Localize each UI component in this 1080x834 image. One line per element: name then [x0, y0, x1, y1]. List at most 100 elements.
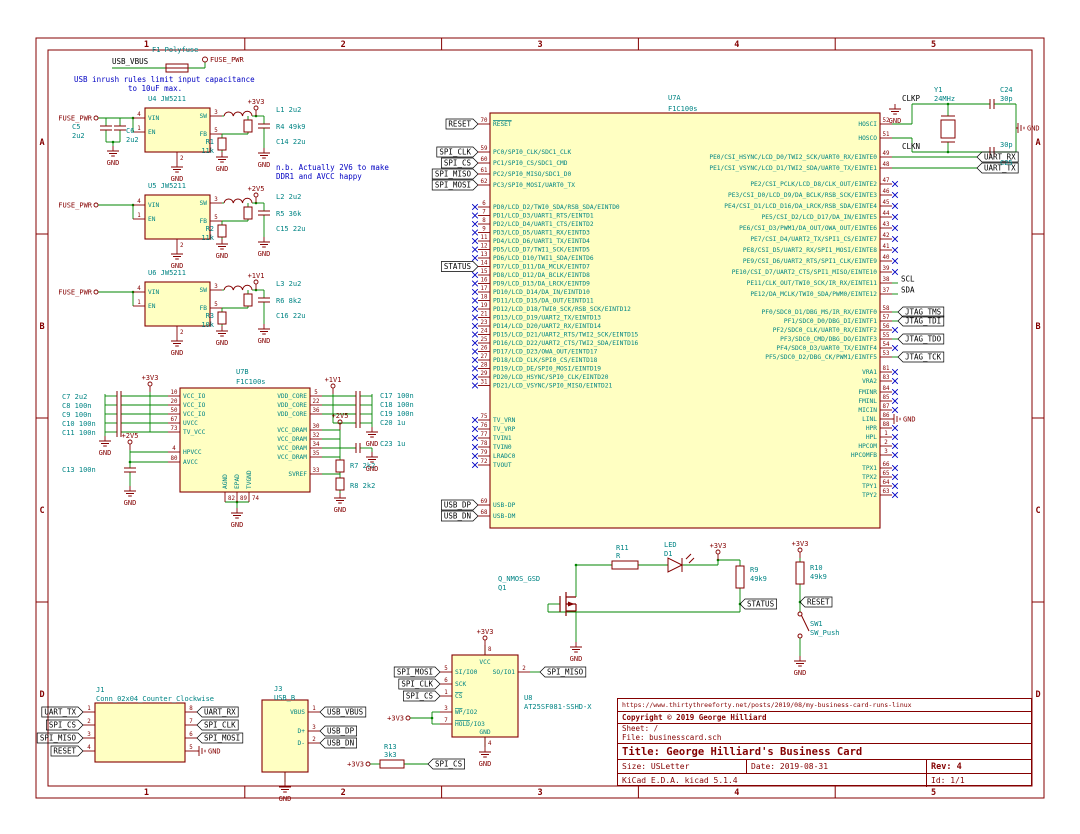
net-label: JTAG_TCK	[905, 353, 942, 362]
ref-value-field: C16 22u	[276, 312, 306, 320]
no-connect-x	[471, 220, 479, 228]
pin-number: 26	[481, 346, 488, 352]
pin-number: 31	[481, 380, 488, 386]
ref-value-field: C17 100n	[380, 392, 414, 400]
switch-symbol	[797, 611, 803, 617]
pin-number: 5	[444, 666, 448, 672]
gnd-symbol	[258, 237, 270, 248]
pin-number: 67	[171, 417, 178, 423]
pin-name: PE1/CSI_VSYNC/LCD_D1/TWI2_SDA/UART0_TX/E…	[709, 165, 877, 172]
pin-number: 3	[444, 706, 448, 712]
power-label: GND	[366, 465, 379, 473]
pin-number: 7	[444, 718, 448, 724]
power-gnd: GND	[903, 416, 916, 424]
pin-name: WP/IO2	[455, 709, 478, 716]
pin-number: 29	[481, 371, 488, 377]
ref-value-field: 3k3	[384, 751, 397, 759]
frame-row-label: D	[1035, 690, 1040, 700]
power-label: GND	[258, 161, 271, 169]
resistor-symbol	[335, 459, 345, 473]
no-connect-x	[471, 229, 479, 236]
pin-number: 1	[137, 126, 141, 132]
pin-name: VCC_DRAM	[277, 427, 307, 434]
pin-number: 45	[883, 200, 890, 206]
capacitor-symbol	[258, 297, 270, 303]
pin-number: 9	[482, 227, 486, 233]
pin-number: 40	[883, 255, 890, 261]
ref-value-field: R	[616, 552, 621, 560]
resistor-symbol	[217, 137, 227, 151]
gnd-symbol	[216, 152, 228, 163]
global-label-outline	[897, 306, 945, 318]
pin-name: FB	[200, 305, 208, 312]
pin-name: PD16/LCD_D22/UART2_CTS/TWI2_SDA/EINTD16	[493, 340, 639, 347]
pin-name: TV_VRP	[493, 426, 516, 433]
ref-value-field: C11 100n	[62, 429, 96, 437]
pin-name: VBUS	[290, 709, 305, 716]
pin-number: 3	[214, 110, 218, 116]
pin-number: 66	[883, 462, 890, 468]
global-label-outline	[46, 719, 84, 731]
global-label-outline	[897, 315, 945, 327]
net-label: SPI_MOSI	[435, 181, 471, 190]
pin-name: TPX2	[862, 474, 877, 481]
pin-number: 3	[312, 725, 316, 731]
pin-number: 51	[883, 132, 890, 138]
no-connect-x	[891, 482, 899, 490]
pin-name: HOSCO	[858, 135, 877, 142]
pin-number: 41	[883, 244, 890, 250]
ref-value-field: R7 2k2	[350, 462, 375, 470]
net-label: SCL	[901, 275, 915, 284]
global-label-outline	[445, 118, 479, 130]
ref-value-field: 11k	[201, 234, 214, 242]
net-label: SPI_MISO	[547, 668, 584, 677]
pin-name: TVIN0	[493, 444, 512, 451]
pin-number: 2	[312, 737, 316, 743]
ref-value-field: C24	[1000, 86, 1013, 94]
no-connect-x	[891, 451, 899, 459]
frame-row-label: B	[39, 322, 44, 332]
pin-number: 27	[481, 354, 488, 360]
pin-name: PE8/CSI_D5/UART2_RX/SPI1_MOSI/EINTE8	[743, 247, 877, 254]
ref-value-field: LED	[664, 541, 677, 549]
pin-number: 72	[481, 459, 488, 465]
pin-name: VDD_CORE	[277, 393, 307, 400]
pin-number: 82	[228, 496, 235, 502]
pin-name: PD8/LCD_D12/DA_BCLK/EINTD8	[493, 272, 590, 279]
power-label: GND	[570, 655, 583, 663]
pin-number: 58	[883, 306, 890, 312]
power-label: FUSE_PWR	[210, 56, 245, 64]
pin-name: UVCC	[183, 420, 198, 427]
net-label: UART_RX	[204, 708, 236, 717]
pin-number: 8	[189, 706, 193, 712]
no-connect-x	[891, 326, 899, 334]
frame-row-label: B	[1035, 322, 1040, 332]
ref-value-field: F1C100s	[236, 378, 266, 386]
pin-name: USB-DM	[493, 513, 516, 520]
net-label: USB_VBUS	[327, 708, 364, 717]
pin-number: 79	[481, 450, 488, 456]
pin-name: AVCC	[183, 459, 198, 466]
pin-name: PC0/SPI0_CLK/SDC1_CLK	[493, 149, 572, 156]
net-label: JTAG_TMS	[905, 308, 942, 317]
pin-number: 65	[883, 471, 890, 477]
switch-symbol	[801, 615, 810, 632]
resistor-symbol	[795, 561, 805, 585]
ref-value-field: U6 JW5211	[148, 269, 186, 277]
pin-number: 10	[171, 390, 178, 396]
power-symbol	[405, 715, 411, 721]
gnd-symbol	[124, 486, 136, 497]
pin-name: PF4/SDC0_D3/UART0_TX/EINTF4	[776, 345, 877, 352]
power-label: +1V1	[325, 376, 342, 384]
global-label-outline	[50, 745, 84, 757]
u7a-body	[489, 112, 881, 529]
ref-value-field: R13	[384, 743, 397, 751]
pin-name: VRA1	[862, 369, 877, 376]
pin-number: 2	[884, 440, 888, 446]
capacitor-symbol	[355, 391, 361, 401]
gnd-symbol	[216, 239, 228, 250]
capacitor-symbol	[116, 391, 122, 401]
ref-value-field: R1	[206, 138, 214, 146]
